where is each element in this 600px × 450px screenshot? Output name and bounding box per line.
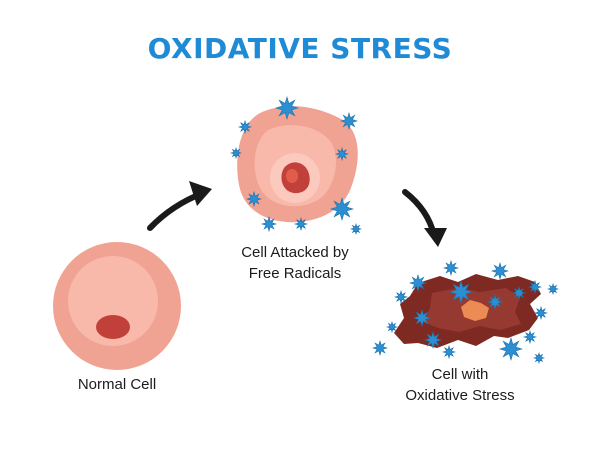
free-radical-icon: [385, 320, 399, 334]
free-radical-icon: [527, 279, 543, 295]
free-radical-icon: [237, 119, 253, 135]
free-radical-icon: [393, 289, 409, 305]
attacked-cell-nucleolus: [286, 169, 298, 183]
free-radical-icon: [490, 261, 510, 281]
free-radical-icon: [423, 330, 443, 350]
attacked-cell-label: Cell Attacked by Free Radicals: [241, 244, 349, 282]
free-radical-icon: [293, 216, 309, 232]
page-title: OXIDATIVE STRESS: [147, 32, 453, 65]
free-radical-icon: [412, 308, 432, 328]
attacked-cell: [237, 106, 358, 223]
free-radical-icon: [349, 222, 363, 236]
free-radical-icon: [532, 351, 546, 365]
free-radical-icon: [511, 285, 527, 301]
free-radical-icon: [229, 146, 243, 160]
free-radical-icon: [486, 293, 504, 311]
free-radical-icon: [260, 215, 278, 233]
oxidative-cell-label: Cell with Oxidative Stress: [405, 366, 515, 404]
normal-cell-nucleus: [96, 315, 130, 339]
normal-cell: [53, 242, 181, 370]
free-radical-icon: [334, 146, 350, 162]
free-radical-icon: [339, 111, 359, 131]
free-radical-icon: [533, 305, 549, 321]
oxidative-cell-nucleus: [461, 300, 489, 321]
free-radical-icon: [522, 329, 538, 345]
free-radical-icon: [546, 282, 560, 296]
arrow-icon: [402, 189, 447, 247]
free-radical-icon: [441, 344, 457, 360]
free-radical-icon: [371, 339, 389, 357]
free-radical-icon: [245, 190, 263, 208]
free-radical-icon: [274, 95, 300, 121]
normal-cell-label: Normal Cell: [77, 376, 157, 393]
free-radical-icon: [329, 196, 355, 222]
free-radicals: [229, 95, 560, 365]
free-radical-icon: [498, 336, 524, 362]
free-radical-icon: [408, 273, 428, 293]
normal-cell-cytoplasm: [68, 256, 158, 346]
arrow-icon: [147, 181, 212, 231]
free-radical-icon: [442, 259, 460, 277]
free-radical-icon: [448, 279, 474, 305]
